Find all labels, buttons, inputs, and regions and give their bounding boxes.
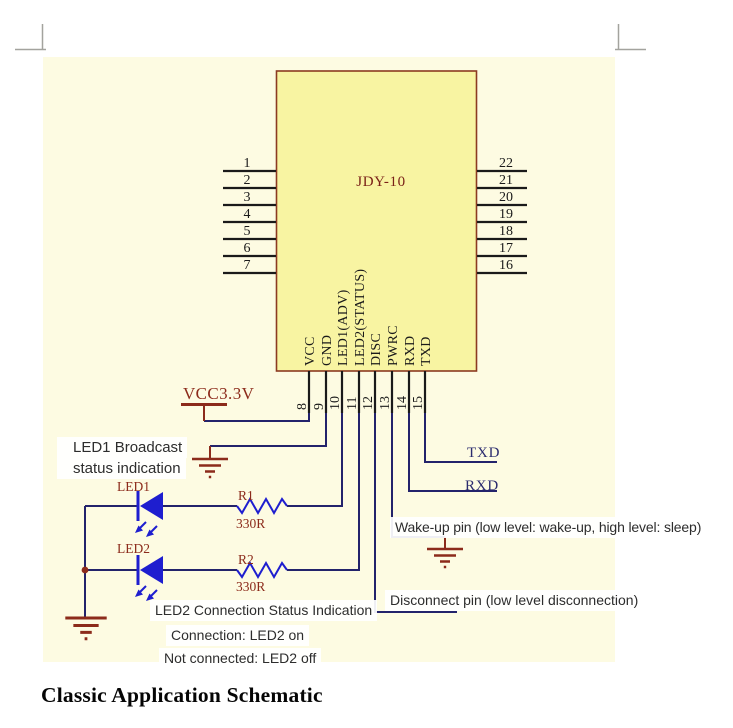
page-caption: Classic Application Schematic	[41, 683, 323, 707]
not-connected-state-note: Not connected: LED2 off	[159, 648, 322, 669]
note-line: status indication	[57, 458, 186, 479]
pin-number: 10	[328, 396, 343, 410]
ic-right-pin-numbers: 22 21 20 19 18 17 16	[499, 156, 513, 273]
wakeup-pin-note: Wake-up pin (low level: wake-up, high le…	[390, 517, 707, 538]
led1-ref: LED1	[117, 479, 150, 494]
pin-number: 16	[499, 258, 513, 273]
pin-number: 20	[499, 190, 513, 205]
pin-number: 4	[244, 207, 251, 222]
led2-function-note: LED2 Connection Status Indication	[150, 600, 378, 621]
pin-number: 7	[244, 258, 251, 273]
ic-left-pin-numbers: 1 2 3 4 5 6 7	[244, 156, 251, 273]
ic-bottom-pin-numbers: 8 9 10 11 12 13 14 15	[295, 396, 426, 410]
ic-bottom-pin-stubs	[307, 371, 427, 413]
pin-number: 9	[312, 403, 327, 410]
rxd-net-label: RXD	[465, 478, 499, 494]
vcc-net-label: VCC3.3V	[183, 384, 255, 403]
note-line: Connection: LED2 on	[166, 625, 310, 646]
note-line: Disconnect pin (low level disconnection)	[385, 590, 644, 611]
corner-mark-top-right	[615, 24, 646, 51]
pin-number: 11	[345, 397, 360, 410]
wire-led1	[85, 413, 343, 507]
vcc-power-icon	[181, 403, 227, 421]
wire-led2	[85, 413, 360, 571]
r2-ref: R2	[238, 552, 254, 567]
pin-label-led1-adv: LED1(ADV)	[336, 289, 351, 366]
pin-number: 19	[499, 207, 513, 222]
pin-number: 3	[244, 190, 251, 205]
note-line: Wake-up pin (low level: wake-up, high le…	[390, 517, 707, 538]
ic-bottom-pin-labels: VCC GND LED1(ADV) LED2(STATUS) DISC PWRC…	[303, 269, 434, 366]
wire-gnd	[210, 413, 327, 447]
pin-label-gnd: GND	[320, 335, 335, 366]
ic-left-pin-lines	[223, 169, 276, 275]
note-line: LED1 Broadcast	[57, 437, 188, 458]
pin-number: 15	[411, 396, 426, 410]
note-line: LED2 Connection Status Indication	[150, 600, 378, 621]
led2-ref: LED2	[117, 541, 150, 556]
junction-dot	[81, 566, 89, 574]
pin-number: 5	[244, 224, 251, 239]
disconnect-pin-note: Disconnect pin (low level disconnection)	[385, 590, 644, 611]
wire-vcc	[204, 413, 310, 422]
pin-number: 13	[378, 396, 393, 410]
pin-number: 1	[244, 156, 251, 171]
note-line: Not connected: LED2 off	[159, 648, 322, 669]
pin-label-txd: TXD	[419, 336, 434, 366]
pin-label-vcc: VCC	[303, 336, 318, 366]
connection-state-note: Connection: LED2 on	[166, 625, 310, 646]
r1-ref: R1	[238, 488, 254, 503]
pin-number: 2	[244, 173, 251, 188]
txd-net-label: TXD	[467, 445, 500, 461]
pin-label-rxd: RXD	[403, 336, 418, 366]
r1-value: 330R	[236, 516, 265, 531]
ic-right-pin-lines	[477, 169, 527, 275]
pin-number: 12	[361, 396, 376, 410]
wire-rxd	[408, 413, 497, 492]
wire-txd	[424, 413, 497, 463]
resistor-r2-icon	[236, 560, 288, 580]
pin-number: 18	[499, 224, 513, 239]
pin-label-pwrc: PWRC	[386, 325, 401, 366]
pin-label-disc: DISC	[369, 333, 384, 366]
pin-number: 6	[244, 241, 251, 256]
pin-number: 14	[395, 396, 410, 410]
corner-mark-top-left	[15, 24, 46, 51]
pin-number: 17	[499, 241, 513, 256]
ic-name: JDY-10	[356, 174, 405, 190]
ic-body	[275, 70, 478, 372]
resistor-r1-icon	[236, 496, 288, 516]
pin-label-led2-status: LED2(STATUS)	[353, 269, 368, 366]
pin-number: 21	[499, 173, 513, 188]
led1-function-note: LED1 Broadcast status indication	[57, 437, 188, 479]
pin-number: 8	[295, 403, 310, 410]
r2-value: 330R	[236, 579, 265, 594]
pin-number: 22	[499, 156, 513, 171]
